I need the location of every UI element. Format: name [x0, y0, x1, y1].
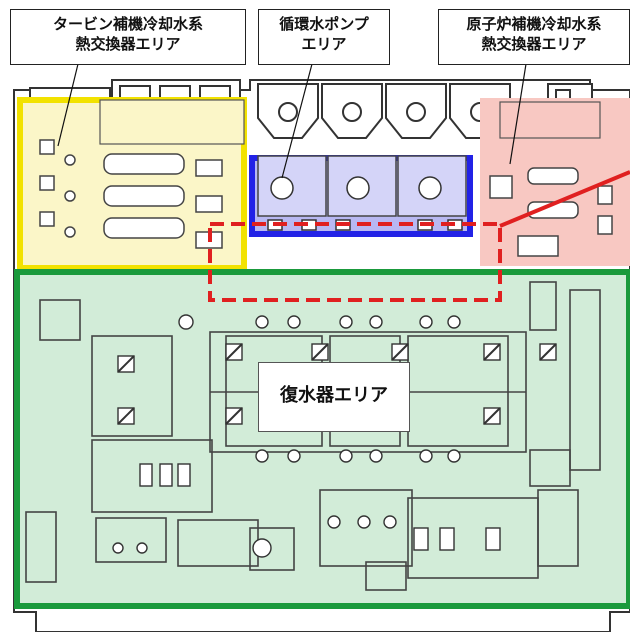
label-turbine-cooling-hx: タービン補機冷却水系 熱交換器エリア: [10, 9, 246, 65]
label-pump-line2: エリア: [301, 35, 347, 53]
label-turbine-line1: タービン補機冷却水系: [52, 15, 203, 33]
condenser-area-fill: [14, 269, 630, 609]
label-pump-line1: 循環水ポンプ: [279, 15, 369, 33]
label-reactor-line1: 原子炉補機冷却水系: [466, 15, 602, 33]
leader-lines: [57, 63, 527, 179]
red-leader-line: [499, 170, 630, 228]
label-circulating-pump: 循環水ポンプ エリア: [258, 9, 390, 65]
circulating-water-pump-area: [249, 155, 473, 237]
label-reactor-line2: 熱交換器エリア: [481, 35, 587, 53]
condenser-area: [14, 269, 630, 609]
label-turbine-line2: 熱交換器エリア: [75, 35, 181, 53]
dashed-highlight-boundary: [208, 222, 502, 302]
label-reactor-cooling-hx: 原子炉補機冷却水系 熱交換器エリア: [438, 9, 630, 65]
label-condenser-area: 復水器エリア: [258, 362, 410, 432]
turbine-cooling-hx-area: [17, 97, 247, 271]
reactor-cooling-hx-area: [480, 98, 630, 266]
